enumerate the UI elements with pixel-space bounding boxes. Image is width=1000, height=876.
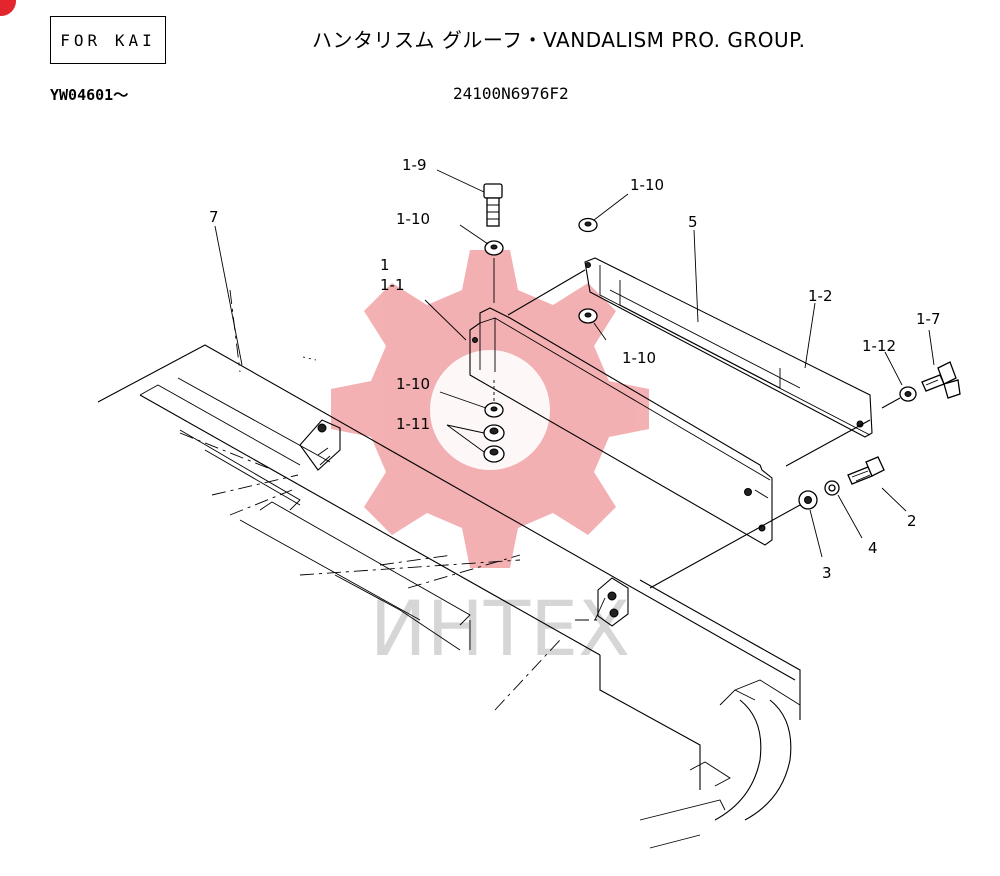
part-number: 24100N6976F2 — [453, 84, 569, 103]
bracket-1-2 — [584, 257, 873, 438]
frame-bracket-left — [299, 419, 341, 471]
callout-1-1: 1-1 — [380, 276, 405, 294]
wing-bolt-1-7 — [921, 361, 961, 399]
watermark-text: ИНТЕХ — [370, 584, 631, 673]
serial-range: YW04601〜 — [50, 86, 129, 104]
washer-1-10-top — [484, 240, 504, 256]
washer-1-10-right-mid — [578, 308, 598, 324]
washer-1-10-right-top — [578, 217, 598, 233]
washer-1-10-bottom — [484, 402, 504, 418]
assembly-line-a — [507, 269, 586, 316]
callout-1-7: 1-7 — [916, 310, 941, 328]
callout-1-11: 1-11 — [396, 415, 430, 433]
callout-7: 7 — [209, 208, 219, 226]
frame-7 — [97, 289, 801, 849]
callout-1-9: 1-9 — [402, 156, 427, 174]
callout-1-10-b: 1-10 — [630, 176, 664, 194]
callout-3: 3 — [822, 564, 832, 582]
callout-4: 4 — [868, 539, 878, 557]
callout-1-10-a: 1-10 — [396, 210, 430, 228]
bolt-2 — [847, 456, 885, 485]
callout-5: 5 — [688, 213, 698, 231]
assembly-line-b — [785, 419, 871, 467]
bolt-1-9 — [483, 183, 503, 227]
assembly-line-d — [649, 504, 801, 589]
callout-1-12: 1-12 — [862, 337, 896, 355]
frame-bracket-right — [594, 577, 629, 627]
callout-1: 1 — [380, 256, 390, 274]
leader-lines — [214, 169, 935, 558]
page-title: ハンタリスム グルーフ・VANDALISM PRO. GROUP. — [312, 28, 806, 52]
nut-1-11-lower — [483, 445, 505, 463]
callout-1-2: 1-2 — [808, 287, 833, 305]
callout-2: 2 — [907, 512, 917, 530]
assembly-line-c — [881, 397, 901, 409]
washer-3 — [798, 490, 818, 510]
for-kai-box: FOR KAI — [50, 16, 166, 64]
nut-1-11-upper — [483, 424, 505, 442]
callout-1-10-d: 1-10 — [396, 375, 430, 393]
callouts: 1-9 1-10 1-10 1-10 1-10 1-11 1 1-1 1-2 1… — [209, 156, 941, 582]
washer-1-12 — [899, 386, 917, 402]
callout-1-10-c: 1-10 — [622, 349, 656, 367]
bracket-1-1 — [469, 307, 773, 546]
spring-washer-4 — [824, 480, 840, 496]
